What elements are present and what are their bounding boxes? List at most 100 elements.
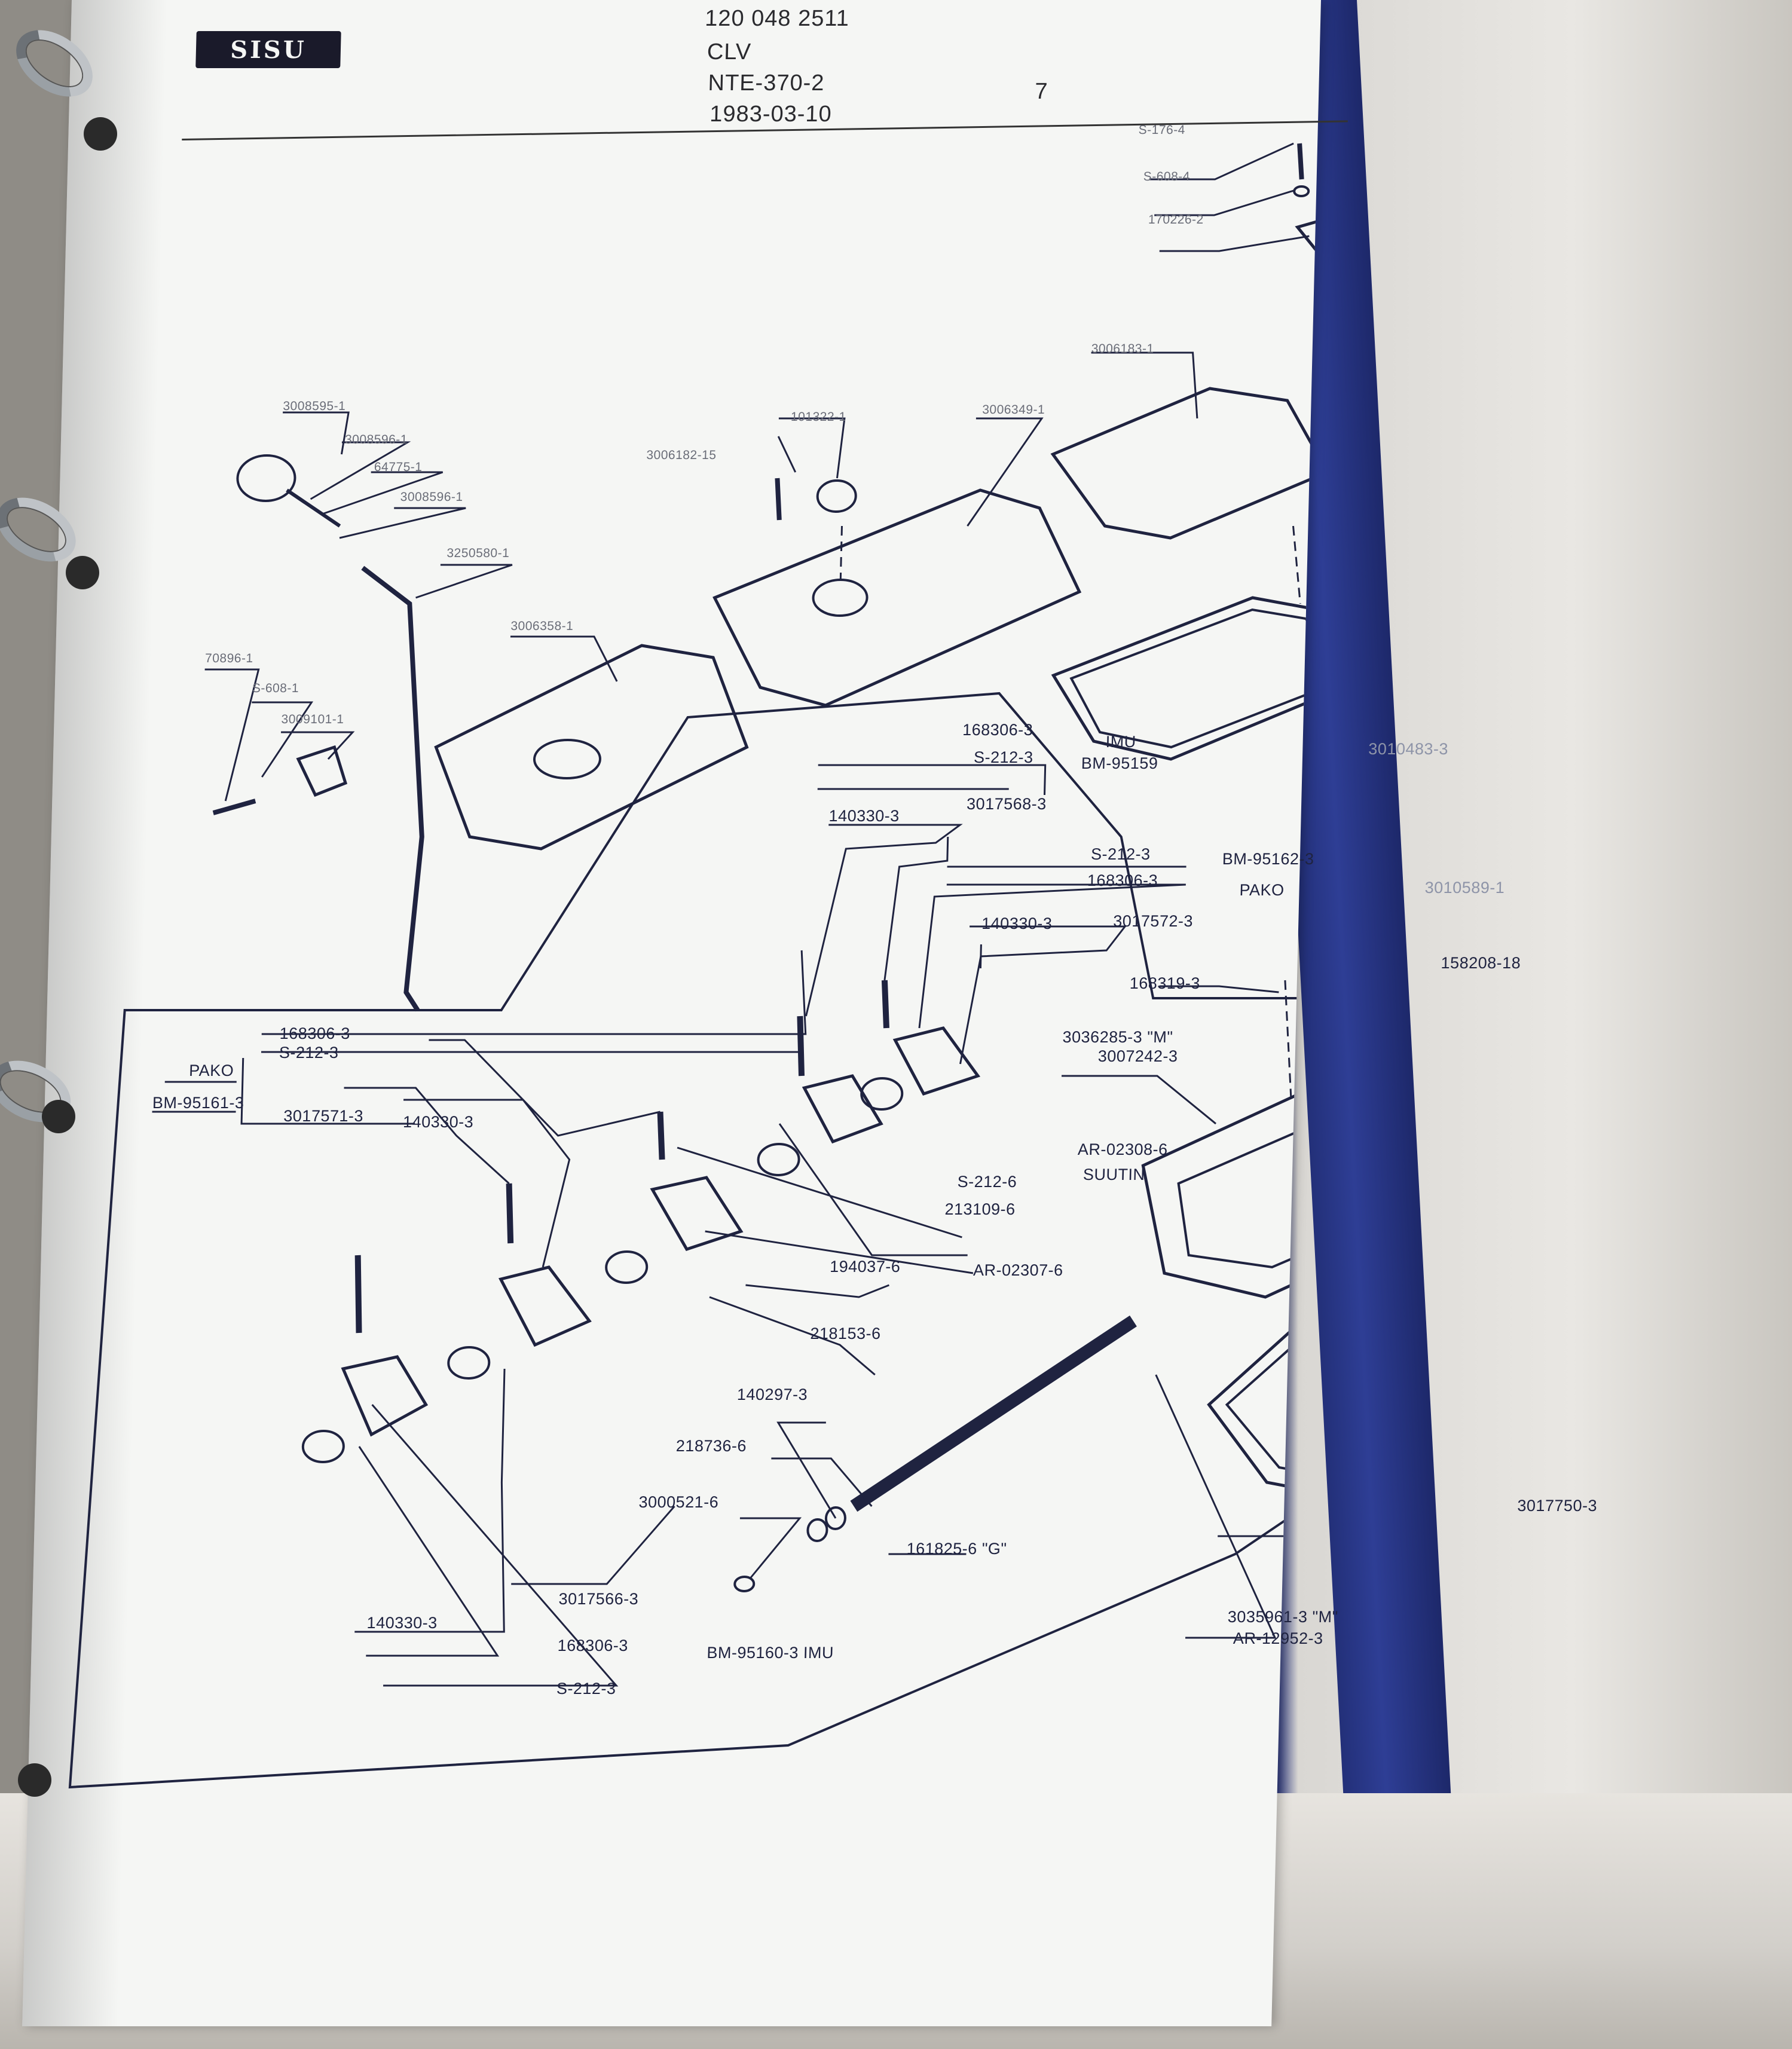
bracket-bolt <box>1297 143 1304 180</box>
label-3017566-3: 3017566-3 <box>558 1590 639 1608</box>
label-s-212-6: S-212-6 <box>957 1173 1017 1191</box>
label-3035961-3-m: 3035961-3 "M" <box>1227 1608 1339 1626</box>
spacer-1 <box>301 1430 345 1463</box>
clamp-bolt <box>212 799 256 815</box>
stud-mid <box>657 1111 665 1160</box>
label-3036285-3-m: 3036285-3 "M" <box>1062 1028 1173 1046</box>
label-3006358-1: 3006358-1 <box>510 619 574 633</box>
label-ar-02307-6: AR-02307-6 <box>973 1261 1064 1279</box>
label-168306-3-left: 168306-3 <box>279 1024 351 1042</box>
label-3008596-1-b: 3008596-1 <box>400 490 463 504</box>
rocker-arm-upper-right <box>892 1026 981 1096</box>
label-3006183-1: 3006183-1 <box>1091 342 1154 356</box>
label-170226-2: 170226-2 <box>1148 213 1204 227</box>
label-s-212-3-b: S-212-3 <box>1090 845 1151 863</box>
label-3008595-1: 3008595-1 <box>283 399 346 413</box>
label-s-212-3-bottom: S-212-3 <box>556 1680 616 1698</box>
punch-hole-1 <box>84 117 117 151</box>
stud-upper <box>797 1016 805 1077</box>
label-s-608-1: S-608-1 <box>252 681 299 695</box>
bracket-washer <box>1293 185 1310 197</box>
cover-gasket <box>1051 596 1322 761</box>
rocker-arm-left <box>498 1265 592 1347</box>
label-3017571-3: 3017571-3 <box>283 1107 364 1125</box>
label-s-608-4: S-608-4 <box>1143 170 1191 184</box>
label-64775-1: 64775-1 <box>374 460 423 474</box>
rocker-arm-center <box>650 1176 744 1252</box>
valve-cover-center <box>712 488 1082 707</box>
label-140330-3-c: 140330-3 <box>402 1113 474 1131</box>
label-bm-95162-3: BM-95162-3 <box>1222 850 1314 868</box>
housing-gasket <box>1207 1265 1322 1502</box>
shaft-plug <box>806 1518 828 1542</box>
label-101322-1: 101322-1 <box>790 410 846 424</box>
rocker-shaft <box>850 1315 1137 1512</box>
label-3006349-1: 3006349-1 <box>981 403 1045 417</box>
assembly-boundary <box>68 692 1322 1789</box>
stud-mid-left <box>506 1183 514 1244</box>
label-3010483-3: 3010483-3 <box>1368 740 1449 758</box>
punch-hole-2 <box>66 556 99 589</box>
label-pako-right: PAKO <box>1239 881 1285 899</box>
label-bm-95160-3-imu: BM-95160-3 IMU <box>707 1644 834 1662</box>
cover-bolt <box>775 478 782 521</box>
tube-clamp <box>296 745 348 797</box>
punch-hole-4 <box>18 1763 51 1797</box>
valve-cover-left-filler <box>533 739 601 779</box>
breather-cap <box>236 454 296 502</box>
label-140297-3: 140297-3 <box>736 1386 808 1403</box>
label-168306-3-b: 168306-3 <box>1087 871 1158 889</box>
punch-hole-3 <box>42 1100 75 1133</box>
label-suutin: SUUTIN <box>1082 1166 1145 1183</box>
label-ar-02308-6: AR-02308-6 <box>1077 1140 1168 1158</box>
stud-upper-right <box>881 980 889 1029</box>
label-s-212-3-top: S-212-3 <box>973 748 1033 766</box>
label-s-212-3-left: S-212-3 <box>279 1044 339 1062</box>
label-218736-6: 218736-6 <box>675 1437 747 1455</box>
catalog-page: SISU 120 048 2511 CLV NTE-370-2 1983-03-… <box>22 0 1597 2026</box>
label-bm-95161-3: BM-95161-3 <box>152 1094 244 1112</box>
filler-neck <box>812 579 869 617</box>
label-161825-6-g: 161825-6 "G" <box>906 1540 1007 1558</box>
spacer-2 <box>447 1346 491 1380</box>
rocker-arm-upper <box>802 1074 883 1144</box>
valve-cover-right <box>1050 387 1322 540</box>
oil-filler-cap <box>816 479 857 513</box>
label-imu-top: IMU <box>1105 733 1137 751</box>
label-3007242-3: 3007242-3 <box>1097 1047 1178 1065</box>
label-3017750-3: 3017750-3 <box>1517 1497 1598 1515</box>
valve-cover-left <box>434 644 749 851</box>
label-218153-6: 218153-6 <box>810 1325 881 1342</box>
stud-left <box>354 1255 362 1334</box>
label-194037-6: 194037-6 <box>829 1258 901 1276</box>
label-168306-3-top: 168306-3 <box>962 721 1033 739</box>
label-3010589-1: 3010589-1 <box>1424 879 1505 897</box>
label-3008596-1-a: 3008596-1 <box>344 433 408 447</box>
o-ring <box>733 1576 756 1592</box>
label-ar-12952-3: AR-12952-3 <box>1233 1629 1323 1647</box>
rocker-arm-lower-left <box>341 1355 429 1437</box>
label-s-176-4: S-176-4 <box>1138 123 1186 137</box>
label-70896-1: 70896-1 <box>204 652 253 665</box>
label-pako-left: PAKO <box>188 1062 234 1079</box>
label-140330-3-a: 140330-3 <box>828 807 900 825</box>
exploded-parts-diagram <box>68 142 1322 1789</box>
label-168306-3-bottom: 168306-3 <box>557 1637 629 1655</box>
spacer-3 <box>605 1250 649 1284</box>
label-140330-3-d: 140330-3 <box>366 1614 438 1632</box>
label-213109-6: 213109-6 <box>944 1200 1016 1218</box>
label-3017572-3: 3017572-3 <box>1112 912 1194 930</box>
label-3250580-1: 3250580-1 <box>447 546 510 560</box>
label-3009101-1: 3009101-1 <box>281 712 344 726</box>
label-168319-3: 168319-3 <box>1129 974 1201 992</box>
label-3017568-3: 3017568-3 <box>966 795 1047 813</box>
label-3006182-15: 3006182-15 <box>646 448 717 462</box>
dipstick-tube <box>361 565 424 1012</box>
spacer-5 <box>860 1077 904 1111</box>
label-bm-95159: BM-95159 <box>1081 754 1158 772</box>
label-3000521-6: 3000521-6 <box>638 1493 719 1511</box>
shaft-washer <box>824 1506 846 1530</box>
label-140330-3-b: 140330-3 <box>981 915 1053 932</box>
spacer-4 <box>757 1143 800 1176</box>
label-158208-18: 158208-18 <box>1441 954 1521 972</box>
